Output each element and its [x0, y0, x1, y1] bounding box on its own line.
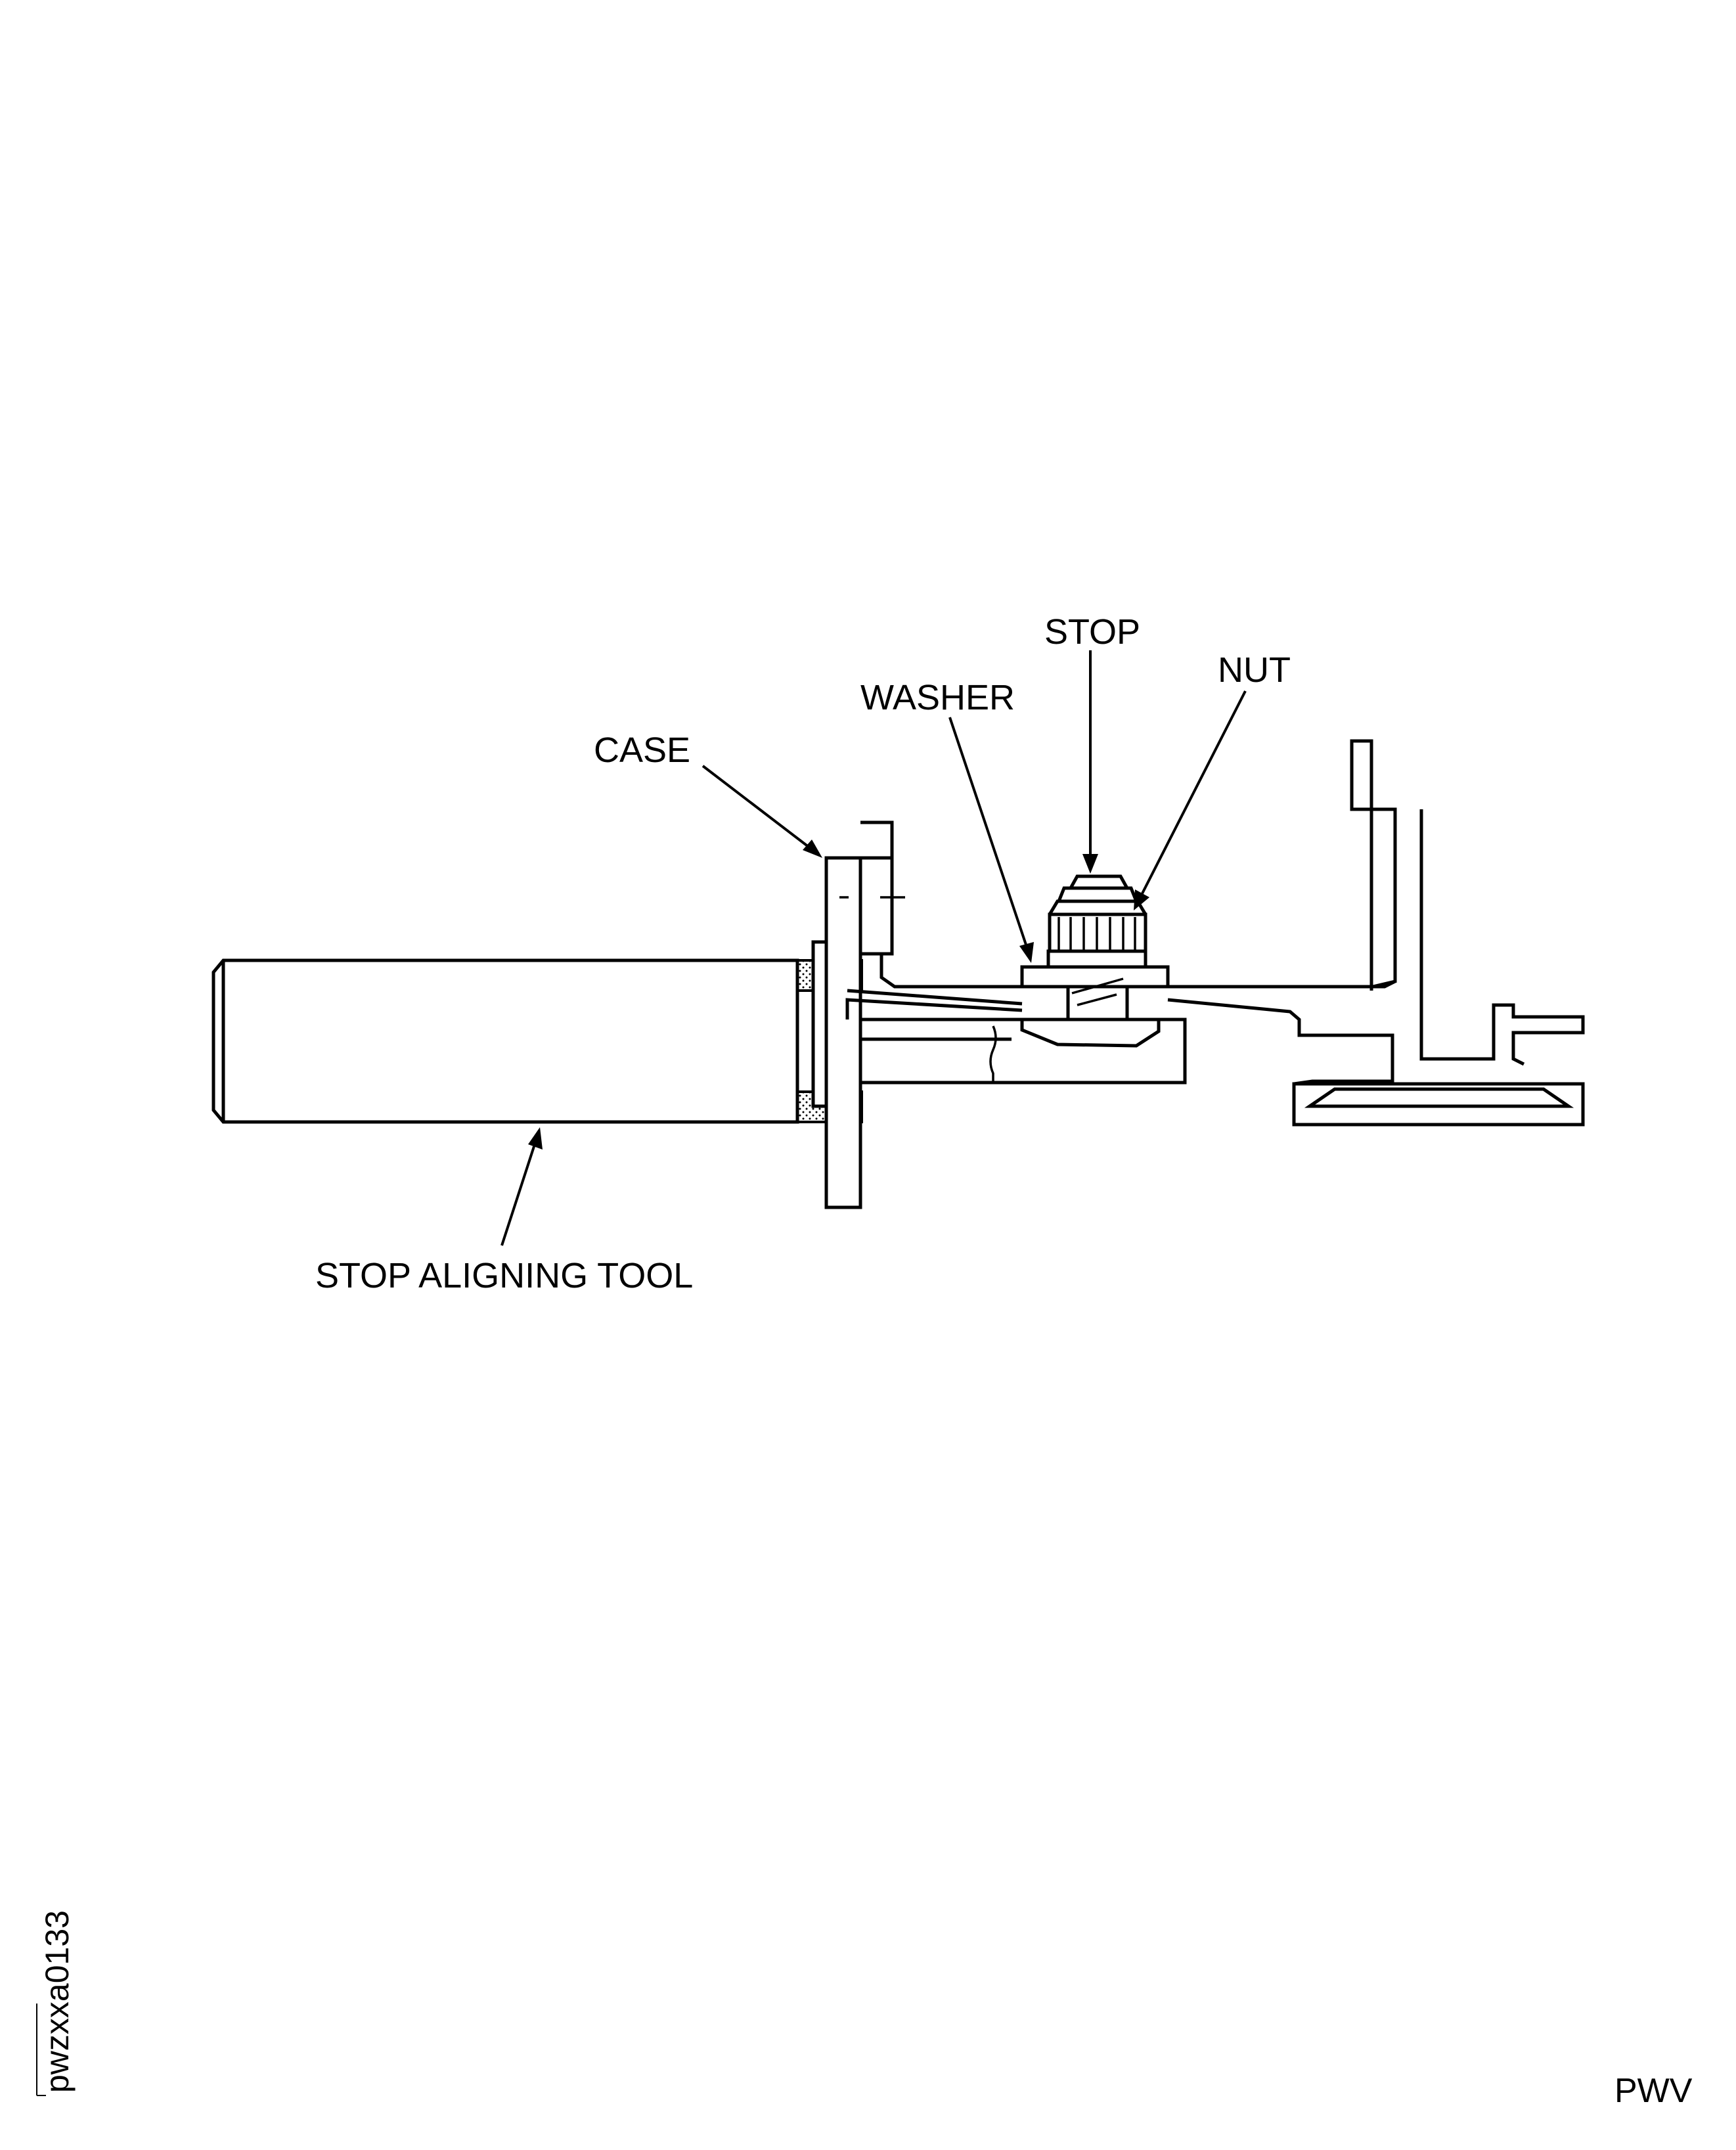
- nut-stop-assembly: [1020, 874, 1170, 1019]
- nut-label: NUT: [1218, 650, 1291, 690]
- figure-id: pwzxxa0133: [39, 1910, 76, 2093]
- corner-code: PWV: [1614, 2072, 1693, 2110]
- stop-part: [1056, 886, 1139, 903]
- case-flange: [824, 820, 905, 1209]
- bracket-plate: [845, 739, 1397, 1059]
- stop-aligning-tool: [211, 940, 863, 1124]
- washer-part: [1020, 965, 1170, 989]
- tool-leader: [501, 1140, 537, 1246]
- lower-arm: [862, 1018, 1187, 1085]
- right-support: [1292, 741, 1585, 1127]
- washer-leader: [948, 717, 1030, 953]
- case-label: CASE: [594, 730, 690, 770]
- stop-label: STOP: [1044, 612, 1140, 652]
- nut-leader: [1138, 690, 1247, 901]
- leader-lines: [501, 650, 1247, 1246]
- case-leader: [701, 765, 816, 853]
- stop-aligning-tool-label: STOP ALIGNING TOOL: [315, 1256, 693, 1295]
- washer-label: WASHER: [860, 678, 1015, 717]
- figure-id-group: pwzxxa0133: [36, 1910, 76, 2096]
